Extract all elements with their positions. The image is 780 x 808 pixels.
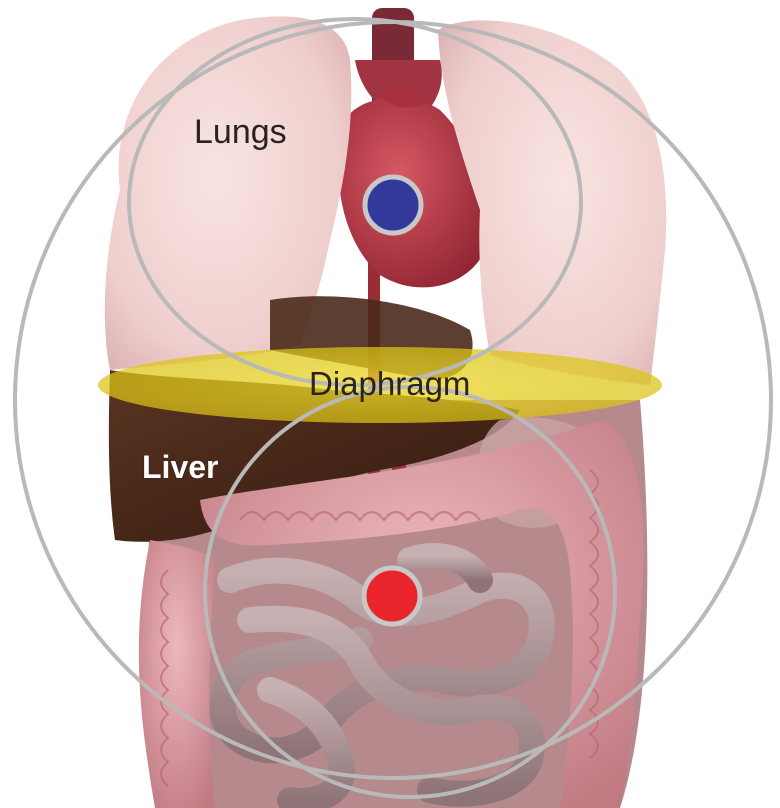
red-dot-icon	[364, 568, 420, 624]
liver-label: Liver	[142, 449, 218, 485]
diaphragm-label: Diaphragm	[309, 365, 470, 402]
blue-dot-icon	[365, 177, 421, 233]
lungs-label: Lungs	[194, 113, 287, 151]
